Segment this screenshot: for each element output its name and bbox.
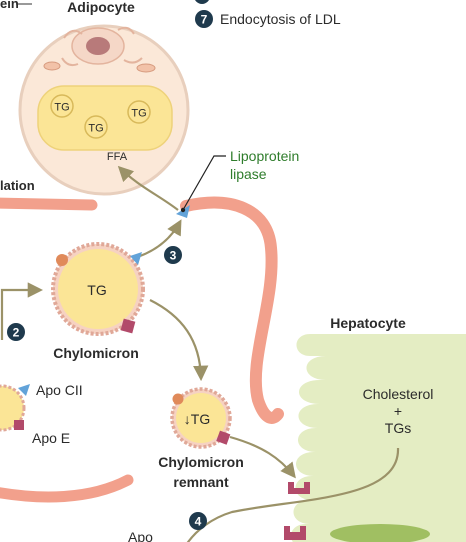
adipocyte-cell: Adipocyte TG TG TG FFA <box>18 0 190 196</box>
legend-lipoprotein-partial: Apo CII Apo E <box>0 382 83 446</box>
step-4-number: 4 <box>195 515 202 529</box>
mitochondrion-left <box>43 61 61 71</box>
hepatocyte-label: Hepatocyte <box>330 315 406 331</box>
chylomicron-remnant-label-line2: remnant <box>173 474 229 490</box>
legend-apo-cii-marker <box>18 384 30 396</box>
tg-label-2: TG <box>88 123 103 135</box>
arrow-into-chylomicron <box>0 282 44 340</box>
apo-cii-marker <box>130 252 142 265</box>
capillary-upper-left <box>0 197 98 211</box>
lipoprotein-lipase-leader <box>182 155 226 211</box>
legend-apo-e-marker <box>14 420 24 430</box>
ffa-label: FFA <box>107 151 128 163</box>
step-2-number: 2 <box>13 326 20 340</box>
legend-item-partial-badge <box>195 0 209 4</box>
chylomicron-tg-label: TG <box>87 282 106 298</box>
legend-item-endocytosis: 7 Endocytosis of LDL <box>195 10 341 28</box>
arrow-chylomicron-to-remnant <box>149 299 209 382</box>
chylomicron-remnant-particle: ↓TG <box>170 387 232 449</box>
step-4-badge <box>189 512 207 530</box>
tg-droplet-3 <box>127 100 151 124</box>
mitochondrion-right <box>136 63 156 73</box>
tg-droplet-1 <box>50 94 74 118</box>
apo-orange-marker <box>56 254 68 266</box>
remnant-tg-label: ↓TG <box>184 411 210 427</box>
hepatocyte-cell: Hepatocyte Cholesterol + TGs <box>284 315 466 542</box>
adipocyte-label: Adipocyte <box>67 0 135 15</box>
circulation-partial-label: lation <box>0 178 35 193</box>
chylomicron-remnant-label-line1: Chylomicron <box>158 454 244 470</box>
remnant-apo-orange-marker <box>172 393 184 405</box>
tg-label-1: TG <box>54 102 69 114</box>
arrow-remnant-to-hepatocyte <box>229 435 296 479</box>
apo-e-marker <box>120 318 136 334</box>
remnant-core <box>176 393 226 443</box>
apo-partial-label: Apo <box>128 529 153 542</box>
endoplasmic-reticulum <box>61 26 143 67</box>
step-3-number: 3 <box>170 249 177 263</box>
capillary-lower <box>0 474 134 503</box>
capillary-main <box>180 196 284 424</box>
nucleus <box>86 37 110 55</box>
remnant-apo-e-marker <box>216 430 231 445</box>
cholesterol-label-line1: Cholesterol <box>363 386 434 402</box>
arrow-ffa-release <box>117 165 179 211</box>
lipoprotein-lipase-label-line2: lipase <box>230 166 267 182</box>
step-3-badge <box>164 246 182 264</box>
apo-cii-label: Apo CII <box>36 382 83 398</box>
chylomicron-particle: TG <box>51 242 145 336</box>
legend-item-label: Endocytosis of LDL <box>220 11 341 27</box>
tg-droplet-2 <box>84 115 108 139</box>
chylomicron-label: Chylomicron <box>53 345 139 361</box>
cut-top-left-label: ein <box>0 0 19 11</box>
ldl-receptor-lower <box>284 526 306 540</box>
cholesterol-label-line3: TGs <box>385 420 411 436</box>
apo-e-label: Apo E <box>32 430 70 446</box>
ldl-receptor-upper <box>288 482 310 494</box>
arrow-chylomicron-to-lipase <box>139 219 182 258</box>
legend-particle <box>0 384 26 432</box>
hepatocyte-body <box>291 334 466 542</box>
chylomicron-core <box>58 249 138 329</box>
hepatocyte-vesicle <box>330 524 430 542</box>
step-2-badge <box>7 323 25 341</box>
legend-number: 7 <box>201 13 208 27</box>
lipoprotein-lipase-label-line1: Lipoprotein <box>230 148 299 164</box>
cholesterol-label-line2: + <box>394 403 402 419</box>
legend-number-badge <box>195 10 213 28</box>
tg-label-3: TG <box>131 108 146 120</box>
